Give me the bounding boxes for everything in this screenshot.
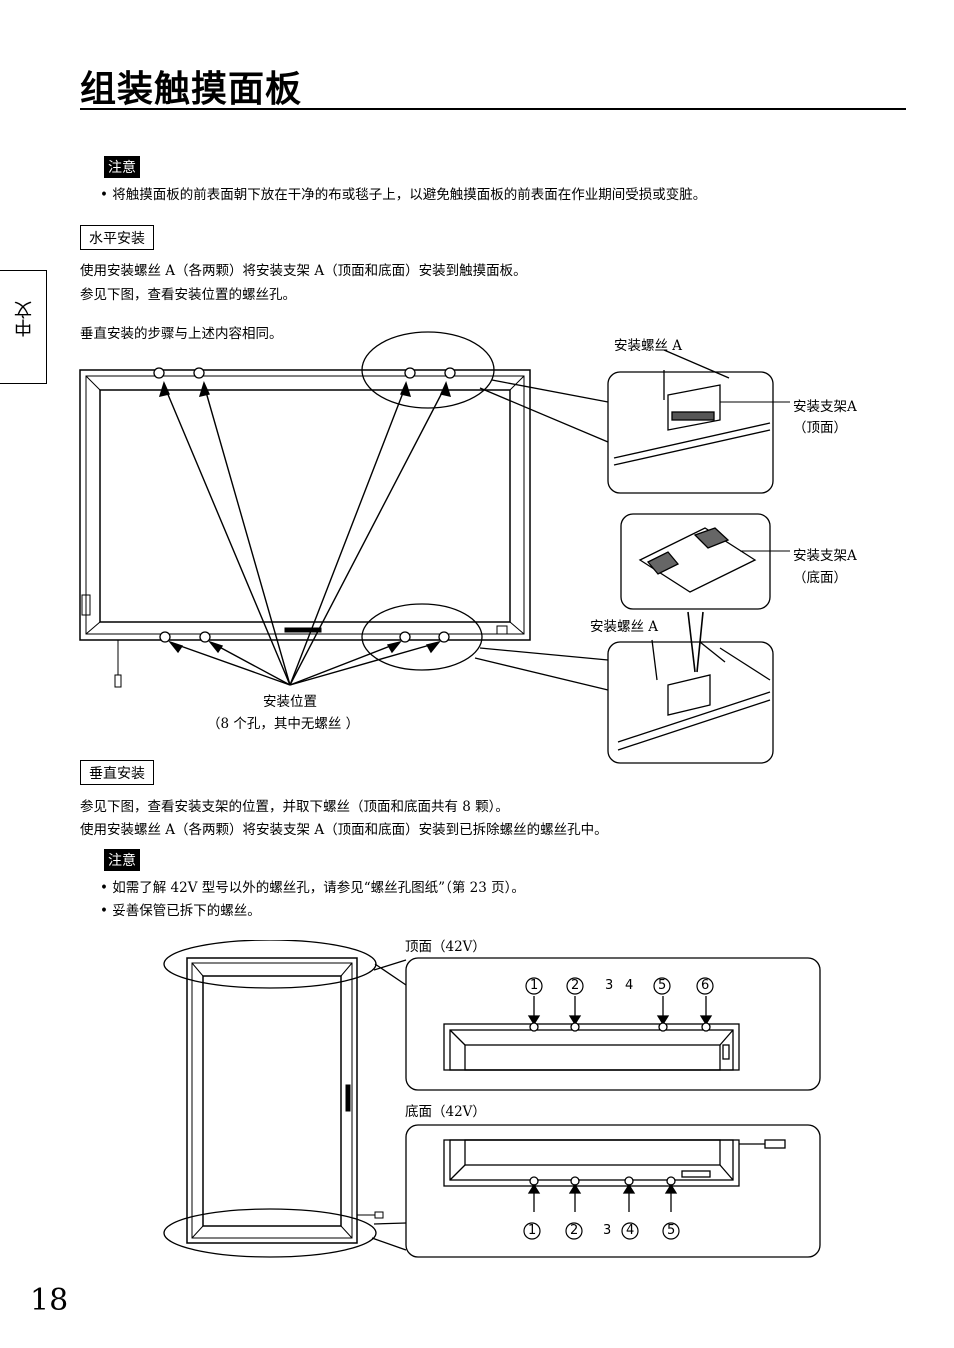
bottom-arrows: [527, 1183, 678, 1212]
horizontal-line-3: 垂直安装的步骤与上述内容相同。: [80, 326, 283, 342]
top-arrows: [527, 996, 713, 1026]
ellipse-top: [163, 940, 377, 989]
touch-panel-landscape: [79, 369, 531, 688]
ellipse-bottom: [163, 1208, 377, 1258]
top-number-4: 4: [625, 978, 634, 993]
horizontal-install-label: 水平安装: [80, 225, 154, 250]
top-number-1: 1: [530, 978, 539, 993]
bottom-number-1: 1: [528, 1223, 537, 1238]
caution-bullet-2: • 妥善保管已拆下的螺丝。: [100, 903, 261, 919]
top-detail-box: [405, 957, 821, 1091]
vertical-install-label: 垂直安装: [80, 760, 154, 785]
bottom-42v-label: 底面（42V）: [405, 1104, 486, 1120]
caution-badge: 注意: [104, 156, 140, 178]
horizontal-line-2: 参见下图，查看安装位置的螺丝孔。: [80, 287, 296, 303]
top-number-5: 5: [658, 978, 667, 993]
caution-badge-2: 注意: [104, 849, 140, 871]
horizontal-install-diagram: [79, 331, 790, 764]
detail-bracket-bottom-install: [607, 611, 774, 764]
screw-label-top: 安装螺丝 A: [614, 338, 683, 354]
language-side-tab: 中文: [0, 270, 47, 384]
title-rule: [80, 108, 906, 110]
vertical-line-2: 使用安装螺丝 A（各两颗）将安装支架 A（顶面和底面）安装到已拆除螺丝的螺丝孔中…: [80, 822, 608, 838]
caution-bullet-1: • 如需了解 42V 型号以外的螺丝孔，请参见“螺丝孔图纸”（第 23 页）。: [100, 880, 525, 896]
bottom-detail-box: [405, 1124, 821, 1258]
top-number-3: 3: [605, 978, 614, 993]
top-42v-label: 顶面（42V）: [405, 939, 486, 955]
top-number-2: 2: [571, 978, 580, 993]
vertical-install-diagram: [163, 940, 821, 1258]
bracket-bottom-label-1: 安装支架A: [793, 548, 857, 564]
vertical-line-1: 参见下图，查看安装支架的位置，并取下螺丝（顶面和底面共有 8 颗）。: [80, 799, 509, 815]
top-number-6: 6: [701, 978, 710, 993]
callout-ellipse-bottom: [361, 603, 483, 671]
callout-ellipse-top: [361, 331, 495, 409]
screw-holes-top: [153, 367, 456, 379]
bottom-number-5: 5: [667, 1223, 676, 1238]
bottom-number-3: 3: [603, 1223, 612, 1238]
page-number: 18: [30, 1283, 69, 1318]
page-title: 组装触摸面板: [80, 69, 303, 110]
detail-bracket-top: [607, 349, 774, 494]
bracket-top-label-1: 安装支架A: [793, 399, 857, 415]
bottom-number-4: 4: [626, 1223, 635, 1238]
position-label-1: 安装位置: [263, 694, 317, 710]
caution-bullet: • 将触摸面板的前表面朝下放在干净的布或毯子上，以避免触摸面板的前表面在作业期间…: [100, 187, 707, 203]
position-label-2: （8 个孔，其中无螺丝 ）: [207, 716, 360, 732]
position-arrows: [158, 381, 452, 686]
bracket-top-label-2: （顶面）: [793, 420, 847, 436]
screw-holes-bottom: [159, 631, 450, 643]
touch-panel-portrait: [186, 957, 384, 1244]
detail-bracket-bottom: [620, 513, 771, 610]
bracket-bottom-label-2: （底面）: [793, 570, 847, 586]
bottom-number-2: 2: [570, 1223, 579, 1238]
horizontal-line-1: 使用安装螺丝 A（各两颗）将安装支架 A（顶面和底面）安装到触摸面板。: [80, 263, 527, 279]
screw-label-bottom: 安装螺丝 A: [590, 619, 659, 635]
